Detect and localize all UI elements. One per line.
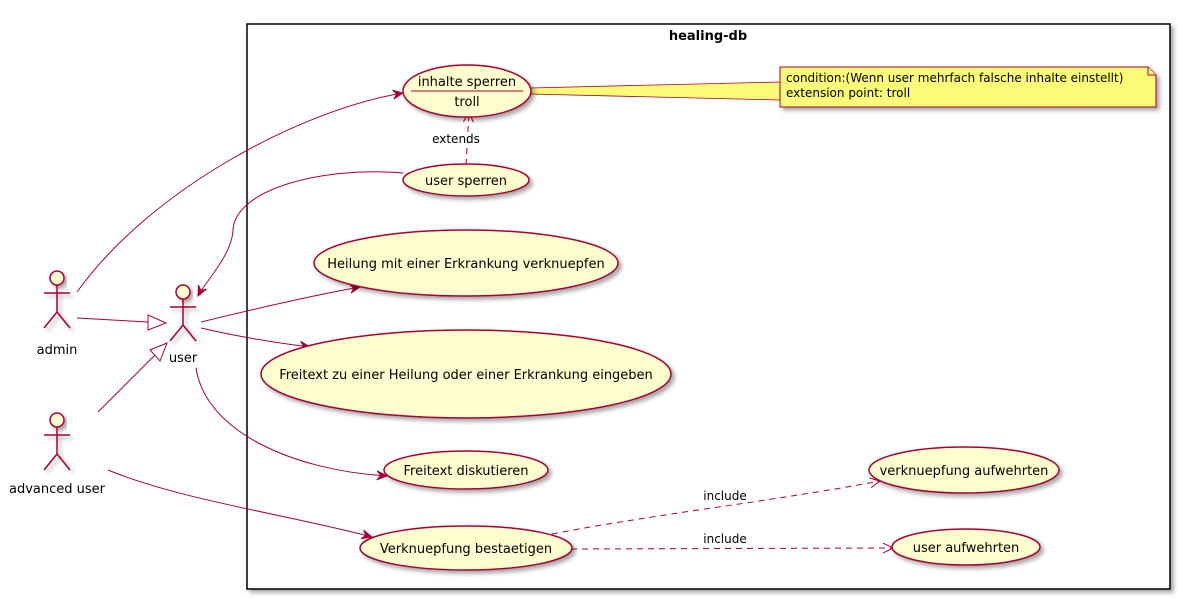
system-boundary: healing-db xyxy=(246,23,1171,590)
generalization-head-advanced xyxy=(149,342,168,362)
actor-user-label: user xyxy=(169,351,198,366)
usecase-freitext-diskutieren[interactable]: Freitext diskutieren xyxy=(383,450,549,490)
edge-user-heilung xyxy=(200,287,360,323)
actor-user-body xyxy=(169,299,197,342)
usecase-heilung-verknuepfen[interactable]: Heilung mit einer Erkrankung verknuepfen xyxy=(313,229,619,297)
edge-extends xyxy=(466,112,469,166)
actor-advanced-user-body xyxy=(43,427,71,471)
edge-admin-user-generalization xyxy=(76,317,149,323)
include-label-2: include xyxy=(703,532,746,546)
usecase-user-aufwehrten-label: user aufwehrten xyxy=(913,541,1020,556)
edge-user-freitext-eingeben xyxy=(200,327,310,347)
generalization-head-admin xyxy=(147,314,168,331)
condition-note: condition:(Wenn user mehrfach falsche in… xyxy=(779,66,1157,108)
actor-admin[interactable]: admin xyxy=(37,270,78,358)
edge-user-sperren-user xyxy=(198,171,404,296)
edge-user-freitext-diskutieren xyxy=(195,367,387,476)
usecase-user-sperren[interactable]: user sperren xyxy=(402,163,530,197)
usecase-verknuepfung-bestaetigen[interactable]: Verknuepfung bestaetigen xyxy=(359,525,573,571)
usecase-inhalte-sperren-extpoint: troll xyxy=(454,95,479,110)
usecase-verknuepfung-aufwehrten[interactable]: verknuepfung aufwehrten xyxy=(868,446,1060,494)
edge-advanced-user-generalization xyxy=(97,354,156,413)
actor-user-head xyxy=(175,284,191,300)
usecase-user-sperren-label: user sperren xyxy=(425,174,507,189)
boundary-title: healing-db xyxy=(669,29,747,44)
edge-include-user-aufwehrten xyxy=(570,548,893,549)
edge-admin-inhalte-sperren xyxy=(76,93,403,293)
include-label-1: include xyxy=(703,489,746,503)
actor-admin-head xyxy=(49,270,65,286)
edge-advanced-verknuepfung-bestaetigen xyxy=(107,469,372,537)
usecase-freitext-eingeben-label: Freitext zu einer Heilung oder einer Erk… xyxy=(279,368,653,383)
usecase-user-aufwehrten[interactable]: user aufwehrten xyxy=(891,528,1041,566)
usecase-freitext-eingeben[interactable]: Freitext zu einer Heilung oder einer Erk… xyxy=(260,329,672,419)
edges xyxy=(76,81,893,549)
note-line-1: condition:(Wenn user mehrfach falsche in… xyxy=(786,71,1123,85)
actor-advanced-user-head xyxy=(49,412,65,428)
usecase-inhalte-sperren[interactable]: inhalte sperren troll xyxy=(402,64,532,118)
usecase-inhalte-sperren-title: inhalte sperren xyxy=(418,75,516,90)
usecase-verknuepfung-aufwehrten-label: verknuepfung aufwehrten xyxy=(880,464,1049,479)
actor-admin-label: admin xyxy=(37,343,78,358)
actor-advanced-user-label: advanced user xyxy=(9,482,106,497)
edge-include-verknuepfung-aufwehrten xyxy=(551,481,880,535)
usecase-verknuepfung-bestaetigen-label: Verknuepfung bestaetigen xyxy=(380,542,552,557)
actor-admin-body xyxy=(43,285,71,329)
extends-label: extends xyxy=(432,132,480,146)
usecase-heilung-label: Heilung mit einer Erkrankung verknuepfen xyxy=(327,257,604,272)
note-line-2: extension point: troll xyxy=(786,86,910,100)
usecase-freitext-diskutieren-label: Freitext diskutieren xyxy=(404,464,529,479)
actor-advanced-user[interactable]: advanced user xyxy=(9,412,106,497)
actor-user[interactable]: user xyxy=(169,284,198,366)
